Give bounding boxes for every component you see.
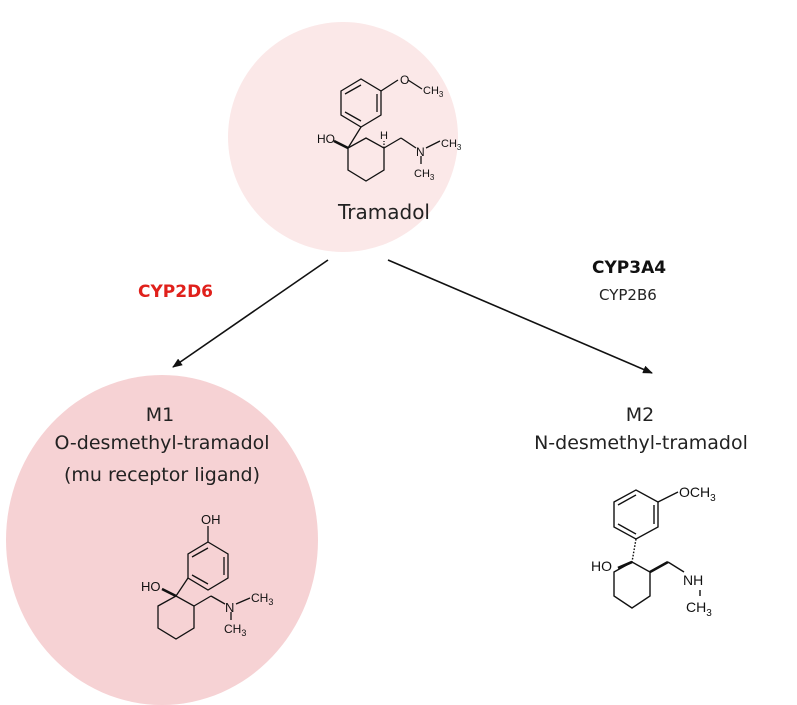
- m2-name: N-desmethyl-tramadol: [534, 432, 748, 454]
- tramadol-structure: O CH3 HO H N CH3 CH3: [317, 73, 462, 182]
- enzyme-cyp2b6: CYP2B6: [599, 286, 657, 304]
- tramadol-ch3-top-label: CH: [423, 85, 439, 97]
- m1-ho-label: HO: [141, 579, 161, 594]
- arrow-to-m1: [172, 259, 329, 368]
- tramadol-ch3-a-sub: 3: [457, 143, 462, 152]
- m2-och3-sub: 3: [710, 493, 716, 504]
- arrow-to-m2: [387, 259, 653, 374]
- tramadol-title: Tramadol: [338, 200, 430, 224]
- svg-text:CH3: CH3: [224, 622, 246, 638]
- tramadol-ch3-b-sub: 3: [430, 173, 435, 182]
- svg-text:CH3: CH3: [441, 138, 462, 152]
- m1-name: O-desmethyl-tramadol: [54, 432, 270, 454]
- tramadol-ho-label: HO: [317, 132, 335, 146]
- tramadol-ch3-top-sub: 3: [439, 90, 444, 99]
- tramadol-ch3-a-label: CH: [441, 138, 457, 150]
- m2-ch3-label: CH: [686, 599, 706, 615]
- m2-nh-label: NH: [683, 572, 703, 588]
- svg-text:OCH3: OCH3: [679, 484, 716, 504]
- m2-och3-label: OCH: [679, 484, 710, 500]
- m2-ch3-sub: 3: [706, 608, 712, 619]
- tramadol-n-label: N: [416, 145, 425, 159]
- svg-text:CH3: CH3: [414, 168, 435, 182]
- m2-ho-label: HO: [591, 558, 612, 574]
- tramadol-o-label: O: [400, 73, 409, 87]
- m1-note: (mu receptor ligand): [64, 464, 260, 486]
- svg-text:CH3: CH3: [251, 591, 273, 607]
- m1-oh-label: OH: [201, 512, 221, 527]
- svg-text:CH3: CH3: [686, 599, 712, 619]
- reaction-arrows: [172, 259, 653, 374]
- m1-n-label: N: [225, 600, 234, 615]
- m2-code: M2: [625, 404, 655, 426]
- m1-code: M1: [145, 404, 175, 426]
- tramadol-bubble: [228, 22, 458, 252]
- m1-bubble: [6, 375, 318, 705]
- m1-structure: OH HO N CH3 CH3: [141, 512, 273, 640]
- enzyme-cyp2d6: CYP2D6: [138, 282, 214, 302]
- svg-text:CH3: CH3: [423, 85, 444, 99]
- enzyme-cyp3a4: CYP3A4: [592, 258, 667, 278]
- m1-ch3-a-label: CH: [251, 591, 268, 605]
- m1-ch3-b-label: CH: [224, 622, 241, 636]
- tramadol-ch3-b-label: CH: [414, 168, 430, 180]
- m2-structure: OCH3 HO NH CH3: [591, 484, 716, 619]
- m1-ch3-b-sub: 3: [241, 628, 246, 638]
- m1-ch3-a-sub: 3: [268, 597, 273, 607]
- tramadol-h-label: H: [380, 130, 388, 142]
